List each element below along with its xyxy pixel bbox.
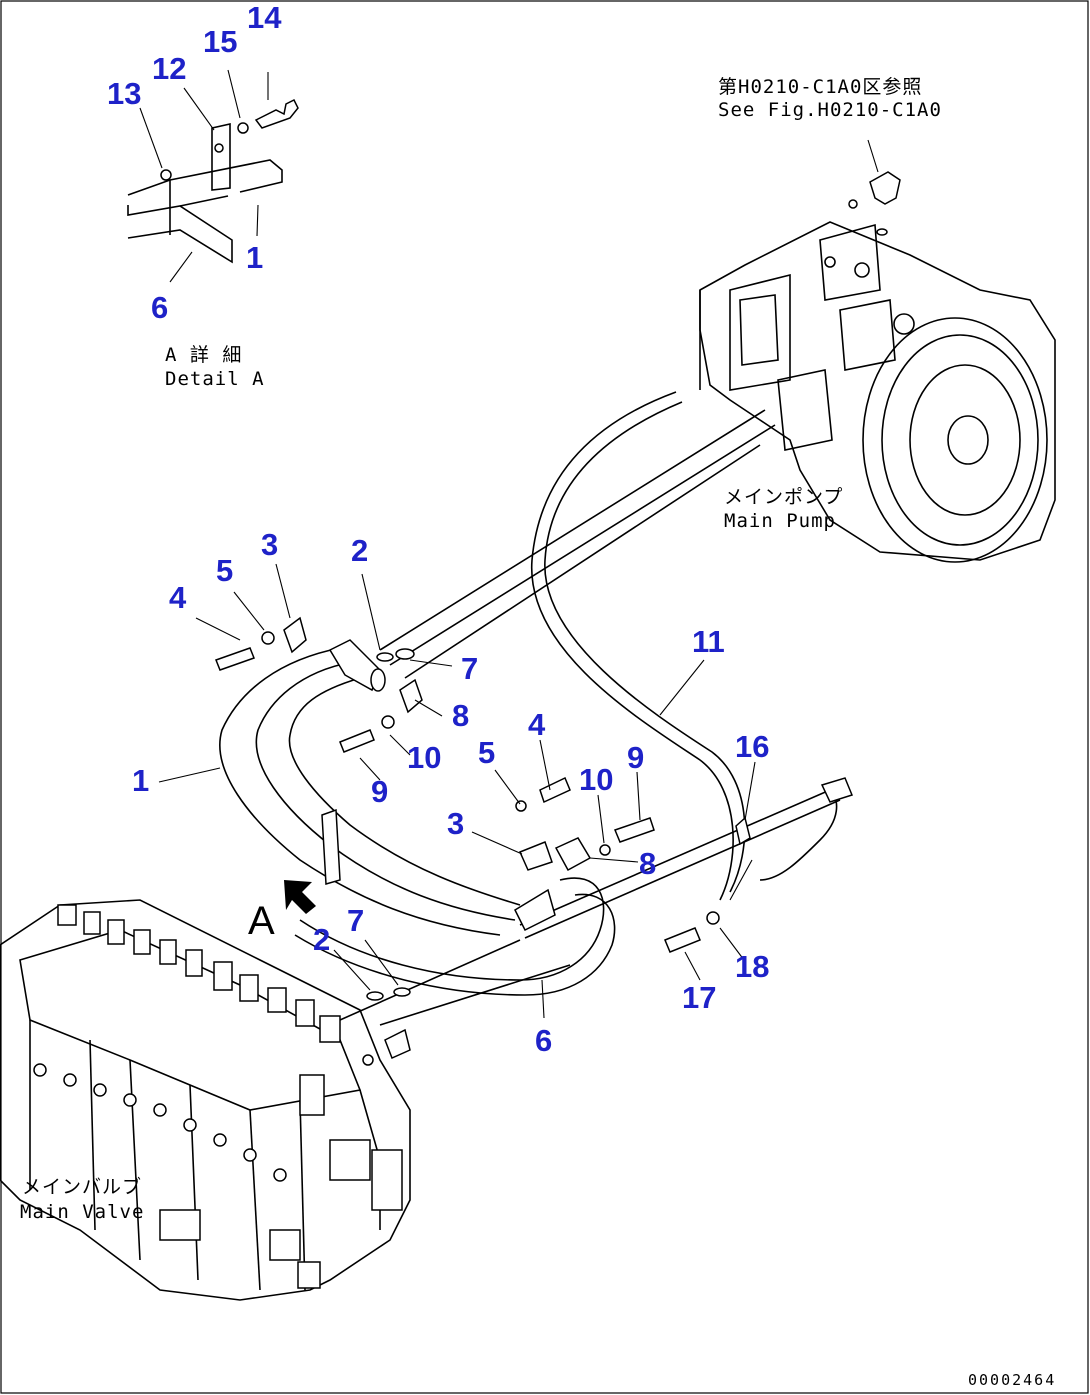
- callout-5-upper: 5: [216, 553, 233, 588]
- callout-2-upper: 2: [351, 533, 368, 568]
- callout-12: 12: [152, 51, 186, 86]
- callout-16: 16: [735, 729, 769, 764]
- callout-6-main: 6: [535, 1023, 552, 1058]
- callout-8-upper: 8: [452, 698, 469, 733]
- callout-leaders: [158, 563, 756, 1019]
- callout-3-lower: 3: [447, 806, 464, 841]
- callout-9-left: 9: [371, 774, 388, 809]
- callout-5-lower: 5: [478, 735, 495, 770]
- callout-1-main: 1: [132, 763, 149, 798]
- callout-14: 14: [247, 0, 282, 35]
- callout-8-lower: 8: [639, 846, 656, 881]
- main-pump-en: Main Pump: [724, 510, 836, 532]
- callout-10-upper: 10: [407, 740, 441, 775]
- callout-15: 15: [203, 24, 237, 59]
- callouts: 14 15 12 13 1 6 3 2 5 4 7 11 8 4 1 10 5 …: [107, 0, 769, 1058]
- callout-9-right: 9: [627, 740, 644, 775]
- callout-2-lower: 2: [313, 922, 330, 957]
- detail-a-en: Detail A: [165, 368, 265, 390]
- callout-18: 18: [735, 949, 769, 984]
- hose-routing: [219, 391, 841, 1026]
- callout-17: 17: [682, 980, 716, 1015]
- callout-3-upper: 3: [261, 527, 278, 562]
- main-valve-en: Main Valve: [20, 1201, 144, 1223]
- callout-1-detail: 1: [246, 240, 263, 275]
- main-valve-jp: メインバルブ: [22, 1175, 142, 1198]
- detail-a-drawing: [127, 69, 299, 283]
- callout-11: 11: [692, 624, 725, 659]
- ref-note-en: See Fig.H0210-C1A0: [718, 99, 942, 121]
- callout-4-upper: 4: [169, 580, 187, 615]
- notes: 第H0210-C1A0区参照 See Fig.H0210-C1A0 A 詳 細 …: [20, 76, 1056, 1389]
- fittings: [215, 616, 854, 1066]
- main-pump-drawing: [699, 139, 1056, 563]
- drawing-code: 00002464: [968, 1371, 1056, 1389]
- callout-6-detail: 6: [151, 290, 168, 325]
- callout-10-lower: 10: [579, 762, 613, 797]
- ref-note-jp: 第H0210-C1A0区参照: [718, 76, 922, 98]
- callout-7-upper: 7: [461, 651, 478, 686]
- main-valve-drawing: [0, 899, 411, 1301]
- callout-4-lower: 4: [528, 707, 546, 742]
- main-pump-jp: メインポンプ: [724, 486, 843, 508]
- detail-a-jp: A 詳 細: [165, 344, 242, 366]
- view-letter-a: A: [248, 899, 275, 943]
- callout-7-lower: 7: [347, 903, 364, 938]
- callout-13: 13: [107, 76, 141, 111]
